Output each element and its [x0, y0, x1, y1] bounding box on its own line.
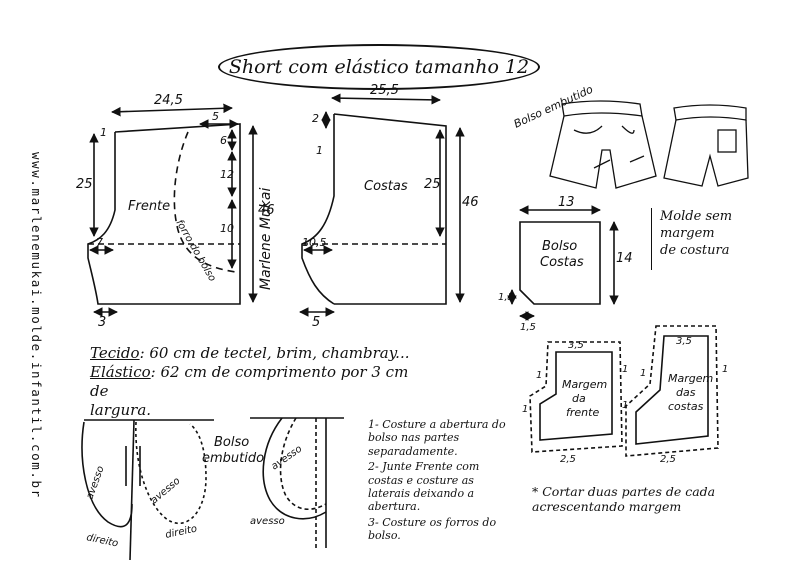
facing-back-line2: das	[676, 386, 696, 399]
back-pocket	[507, 205, 619, 321]
facing-back-side-b: 1	[622, 400, 628, 411]
back-pocket-height: 14	[616, 251, 633, 266]
back-pocket-width: 13	[558, 195, 575, 210]
elastic-line-2: largura.	[90, 401, 152, 419]
side-avesso-2: avesso	[250, 516, 285, 527]
back-pocket-corner-b: 1,5	[520, 322, 536, 333]
facing-back-top: 3,5	[676, 336, 692, 347]
front-right-12: 12	[220, 168, 234, 181]
back-pocket-corner-a: 1,5	[498, 292, 514, 303]
facing-front	[529, 341, 623, 453]
back-label: Costas	[364, 179, 408, 194]
pocket-diagram-label-1: Bolso	[214, 435, 249, 450]
facing-front-side-c: 1	[622, 364, 628, 375]
fabric-label: Tecido	[90, 344, 140, 362]
facing-front-line2: da	[572, 392, 586, 405]
facing-front-top: 3,5	[568, 340, 584, 351]
elastic-label: Elástico	[90, 363, 151, 381]
front-crotch-7: 7	[96, 236, 103, 249]
facing-front-bottom: 2,5	[560, 454, 576, 465]
facing-front-side-a: 1	[536, 370, 542, 381]
no-margin-note: Molde sem margem de costura	[651, 208, 737, 270]
pocket-direito-left: direito	[85, 532, 119, 549]
back-pocket-label-1: Bolso	[542, 239, 577, 254]
facing-back-side-c: 1	[722, 364, 728, 375]
fabric-line: Tecido: 60 cm de tectel, brim, chambray.…	[90, 344, 430, 363]
front-label: Frente	[128, 199, 170, 214]
facing-front-line1: Margem	[562, 378, 607, 391]
back-hem-5: 5	[312, 315, 320, 330]
side-avesso-1: avesso	[269, 444, 304, 473]
back-height-46: 46	[462, 195, 479, 210]
no-margin-line1: Molde sem	[660, 209, 733, 224]
pocket-direito-right: direito	[164, 523, 198, 540]
front-right-6: 6	[220, 134, 227, 147]
no-margin-line2: margem	[660, 226, 715, 241]
back-pocket-label-2: Costas	[540, 255, 584, 270]
facing-back-bottom: 2,5	[660, 454, 676, 465]
page-title: Short com elástico tamanho 12	[228, 56, 530, 78]
no-margin-line3: de costura	[660, 243, 730, 258]
shorts-illustration	[549, 100, 749, 189]
back-height-25: 25	[424, 177, 441, 192]
step-2: 2- Junte Frente com costas e costure as …	[368, 460, 480, 514]
materials-notes: Tecido: 60 cm de tectel, brim, chambray.…	[90, 344, 430, 420]
facing-back-side-a: 1	[640, 368, 646, 379]
pocket-side-diagram	[250, 417, 344, 548]
front-pocket-lining-label: forro do bolso	[173, 218, 217, 284]
signature: Marlene Mukai	[258, 188, 274, 290]
front-rise-small: 1	[100, 126, 107, 139]
facing-back-line3: costas	[668, 400, 704, 413]
facing-front-side-b: 1	[522, 404, 528, 415]
front-hem-3: 3	[98, 315, 106, 330]
step-3: 3- Costure os forros do bolso.	[368, 515, 497, 543]
back-rise-2: 2	[312, 112, 319, 125]
facing-back	[625, 325, 719, 457]
facing-back-line1: Margem	[668, 372, 713, 385]
cut-note: * Cortar duas partes de cada acrescentan…	[532, 484, 716, 514]
facing-front-line3: frente	[566, 406, 599, 419]
back-top-width: 25,5	[370, 83, 399, 98]
elastic-line: Elástico: 62 cm de comprimento por 3 cm …	[90, 363, 430, 401]
sewing-steps: 1- Costure a abertura do bolso nas parte…	[368, 418, 508, 545]
front-top-width: 24,5	[154, 93, 183, 108]
front-top-offset: 5	[212, 110, 219, 123]
step-1: 1- Costure a abertura do bolso nas parte…	[368, 418, 506, 458]
back-crotch-1: 1	[316, 144, 323, 157]
pocket-diagram-label-2: embutido	[202, 451, 264, 466]
pocket-avesso-right: avesso	[149, 476, 183, 507]
title-banner: Short com elástico tamanho 12	[218, 44, 540, 90]
pocket-avesso-left: avesso	[84, 465, 106, 501]
front-height-46: 46	[258, 203, 275, 218]
fabric-text: : 60 cm de tectel, brim, chambray...	[139, 344, 410, 362]
back-crotch-10-5: 10,5	[302, 236, 327, 249]
front-right-10: 10	[220, 222, 234, 235]
shorts-pocket-label: Bolso embutido	[512, 83, 596, 131]
pocket-diagram	[81, 419, 214, 561]
elastic-text: : 62 cm de comprimento por 3 cm de	[90, 363, 409, 400]
back-piece	[299, 93, 465, 317]
front-height-25: 25	[76, 177, 93, 192]
front-piece	[87, 103, 258, 317]
